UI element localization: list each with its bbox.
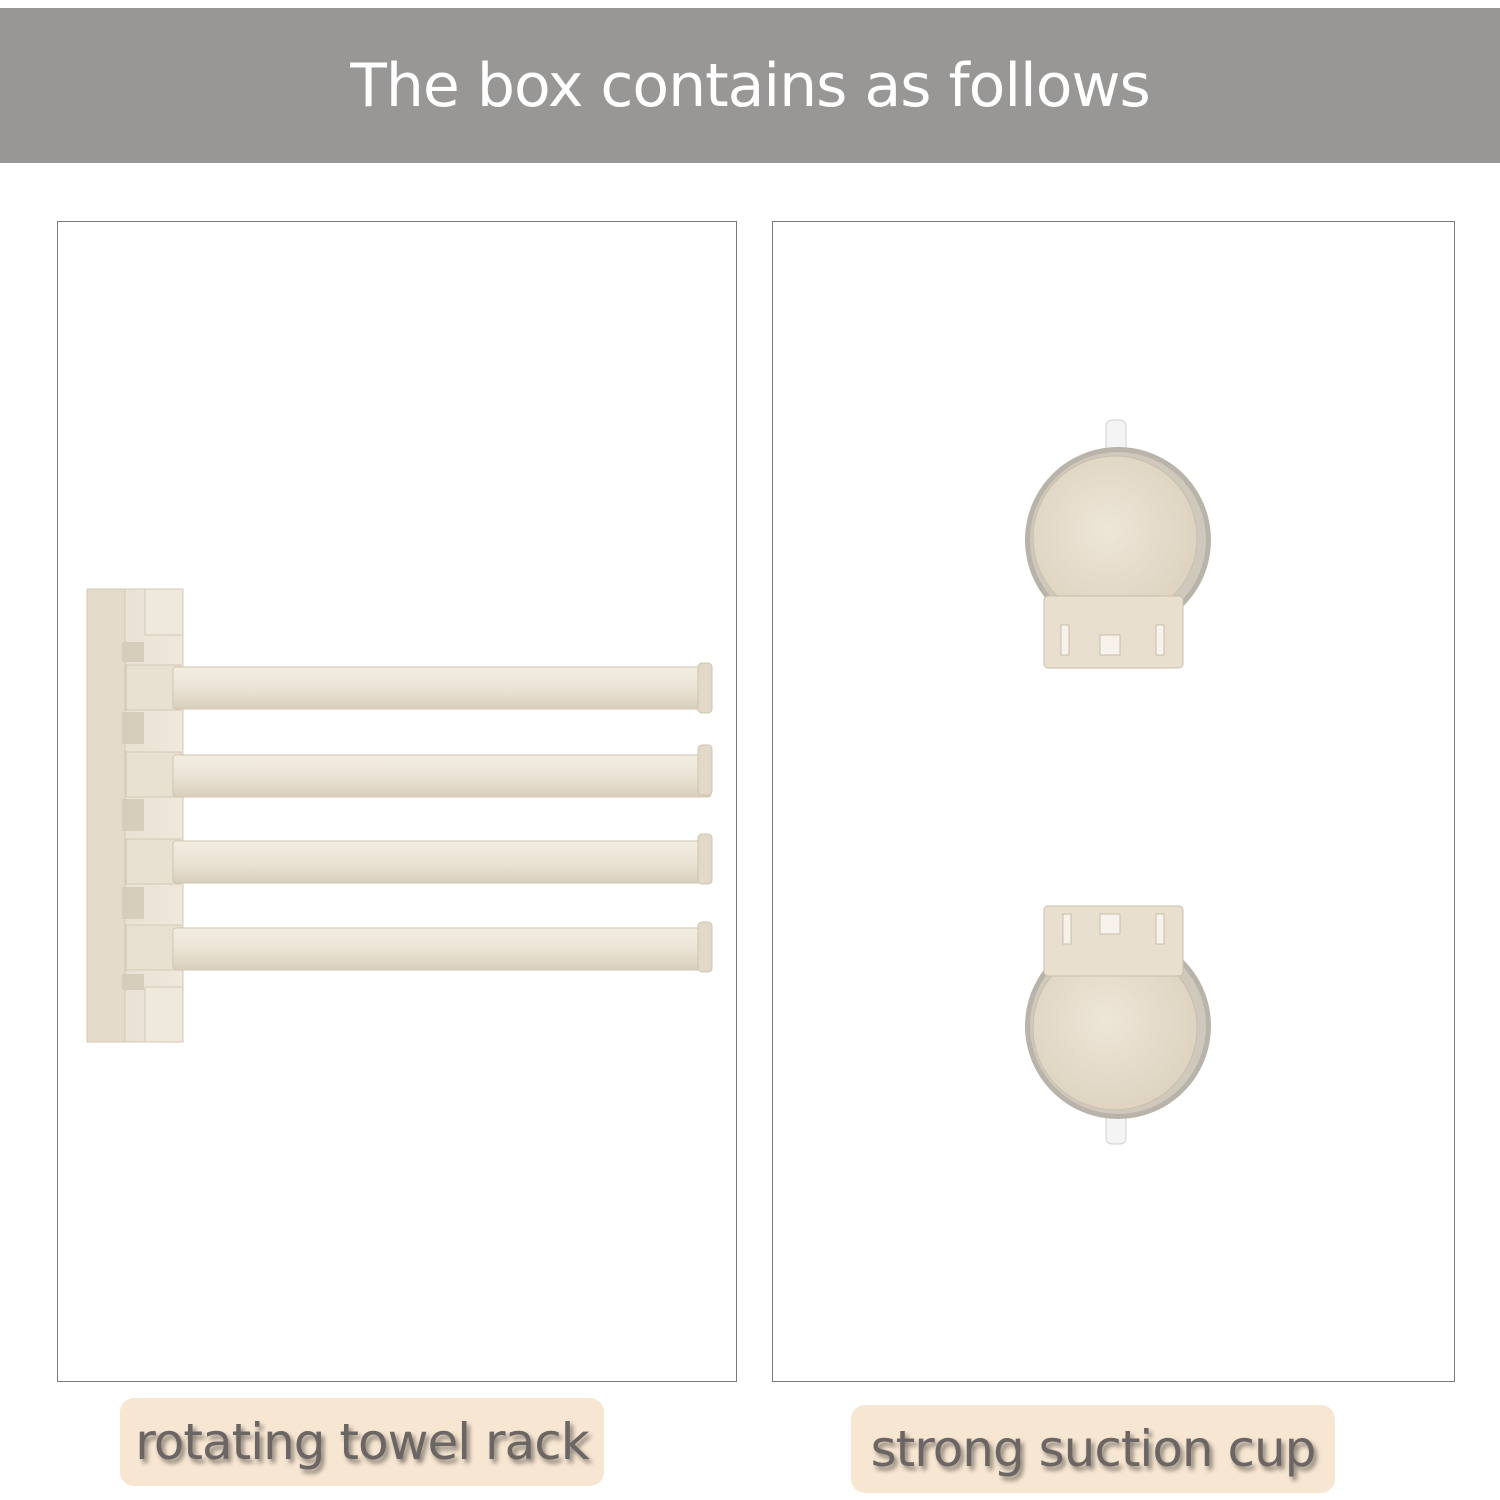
towel-rack-label: rotating towel rack xyxy=(120,1398,604,1486)
towel-rack-icon xyxy=(86,588,713,1043)
suction-cup-icon xyxy=(1025,419,1211,1145)
suction-cup-top xyxy=(1025,419,1211,669)
towel-rack-arm xyxy=(125,744,713,798)
suction-cup-label-text: strong suction cup xyxy=(870,1420,1317,1478)
towel-rack-arm xyxy=(125,662,713,714)
towel-rack-arm xyxy=(125,921,713,973)
towel-rack-panel xyxy=(57,221,737,1382)
towel-rack-arm xyxy=(125,833,713,885)
header-banner: The box contains as follows xyxy=(0,8,1500,163)
towel-rack-label-text: rotating towel rack xyxy=(135,1413,589,1471)
page-title: The box contains as follows xyxy=(350,50,1151,121)
suction-cup-bottom xyxy=(1025,905,1211,1145)
suction-cup-label: strong suction cup xyxy=(851,1405,1335,1493)
suction-cup-panel xyxy=(772,221,1455,1382)
